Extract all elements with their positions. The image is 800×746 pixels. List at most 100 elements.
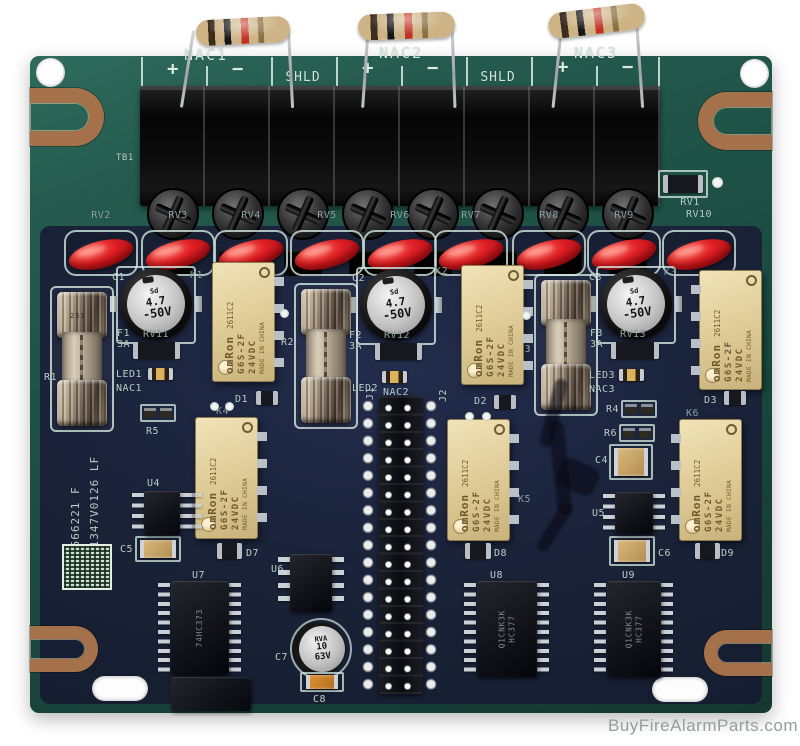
d8-label: D8 <box>494 548 508 559</box>
mounting-oval-bottom-right <box>652 677 708 702</box>
ic-pins <box>594 583 606 675</box>
header-pin-column <box>384 399 393 691</box>
fuse-clip <box>57 292 107 338</box>
terminal-divider <box>596 66 598 86</box>
relay-k1: omRon2611C2 G6S-2F 24VDC MADE IN CHINA <box>212 262 284 382</box>
f3-label: F3 <box>590 328 604 339</box>
relay-part: 2611C2 <box>225 301 234 329</box>
led3-label: LED3 <box>589 370 616 381</box>
mounting-slot-top-right <box>698 92 772 150</box>
r4-components <box>621 400 657 418</box>
ic-lot: Q1CNK3K <box>497 609 507 649</box>
j1-label: J1 <box>365 386 377 401</box>
rv13-label: RV13 <box>620 329 647 340</box>
relay-voltage: 24VDC <box>496 342 506 377</box>
r6-label: R6 <box>604 428 618 439</box>
mounting-oval-bottom-left <box>92 676 148 701</box>
header-solder-pads-left <box>361 397 376 693</box>
header-pin-column <box>403 399 412 691</box>
f1-amps-label: 3A <box>117 339 131 350</box>
d9-component <box>695 543 720 559</box>
d7-component <box>217 543 242 559</box>
led3-nac3-label: NAC3 <box>589 384 616 395</box>
cap-voltage: -50V <box>381 305 413 323</box>
header-solder-pads-right <box>424 397 439 693</box>
d3-label: D3 <box>704 395 718 406</box>
mounting-slot-bottom-right <box>704 630 772 676</box>
c8-component <box>306 675 338 689</box>
ic-pins <box>332 557 344 609</box>
ic-pins <box>464 583 476 675</box>
resistor-nac2 <box>357 11 456 41</box>
ic-part: HC377 <box>507 615 516 643</box>
relay-origin: MADE IN CHINA <box>493 479 500 532</box>
c8-label: C8 <box>313 694 327 705</box>
via-dot <box>712 177 723 188</box>
watermark: BuyFireAlarmParts.com <box>608 716 798 735</box>
r2-label: R2 <box>281 337 295 348</box>
c6-outline <box>609 536 655 566</box>
d7-label: D7 <box>246 548 260 559</box>
terminal-divider <box>531 57 533 86</box>
d9-label: D9 <box>721 548 735 559</box>
r4-label: R4 <box>606 404 620 415</box>
rv4-label: RV4 <box>241 210 261 221</box>
u9-label: U9 <box>622 570 636 581</box>
board-part-number: 0566221 F 21347V0126 LF <box>66 425 104 555</box>
relay-part: 2611C2 <box>712 309 721 337</box>
relay-voltage: 24VDC <box>482 497 492 532</box>
f3-amps-label: 3A <box>590 339 604 350</box>
u6-label: U6 <box>271 564 284 575</box>
chip-resistor <box>641 404 653 414</box>
ic-u6 <box>290 554 332 612</box>
ic-pins <box>229 583 241 673</box>
relay-part: 2611C2 <box>208 457 217 485</box>
led2-label: LED2 <box>352 383 379 394</box>
cap-voltage: 63V <box>314 650 332 663</box>
resistor-nac3 <box>546 2 647 40</box>
c4-label: C4 <box>595 455 609 466</box>
relay-model: G6S-2F <box>471 490 481 532</box>
fuse-clip <box>301 289 351 335</box>
f2-label: F2 <box>349 330 363 341</box>
c6-label: C6 <box>658 548 672 559</box>
fuse-clip <box>541 280 591 326</box>
relay-part: 2611C2 <box>460 459 469 487</box>
relay-model: G6S-2F <box>219 488 229 530</box>
relay-model: G6S-2F <box>703 490 713 532</box>
relay-k4: omRon2611C2 G6S-2F 24VDC MADE IN CHINA <box>195 417 267 539</box>
chip-resistor <box>623 428 635 438</box>
terminal-divider <box>141 57 143 86</box>
shld1-label: SHLD <box>285 70 321 85</box>
rv1-label: RV1 <box>680 197 700 208</box>
k4-label: K4 <box>216 406 230 417</box>
relay-brand: omRon <box>457 493 470 532</box>
relay-marking: omRon 2611C2 G6S-2F 24VDC MADE IN CHINA <box>450 424 508 536</box>
fuse-filament <box>564 322 568 372</box>
relay-pins <box>523 280 533 375</box>
relay-voltage: 24VDC <box>734 347 744 382</box>
relay-brand: omRon <box>471 338 484 377</box>
nac2-minus-label: − <box>427 57 439 79</box>
ic-pins <box>603 494 615 534</box>
rv7-label: RV7 <box>461 210 481 221</box>
u4-label: U4 <box>147 478 161 489</box>
ic-u4 <box>144 491 180 535</box>
rv2-label: RV2 <box>91 210 111 221</box>
ic-pins <box>278 557 290 609</box>
k5-label: K5 <box>518 494 532 505</box>
terminal-divider <box>206 66 208 86</box>
led2-nac2-label: NAC2 <box>383 387 410 398</box>
nac2-label: NAC2 <box>378 44 424 62</box>
d1-label: D1 <box>235 394 249 405</box>
electrolytic-cap-c3: Sd 4.7 -50V <box>600 268 672 340</box>
k6-label: K6 <box>686 408 700 419</box>
rv3-label: RV3 <box>168 210 188 221</box>
electrolytic-cap-c1: Sd 4.7 -50V <box>120 268 192 340</box>
k1-label: K1 <box>190 270 204 281</box>
mounting-hole-top-right <box>740 59 769 88</box>
c5-label: C5 <box>120 544 134 555</box>
fuse-clip <box>57 380 107 426</box>
via-dot <box>280 309 289 318</box>
